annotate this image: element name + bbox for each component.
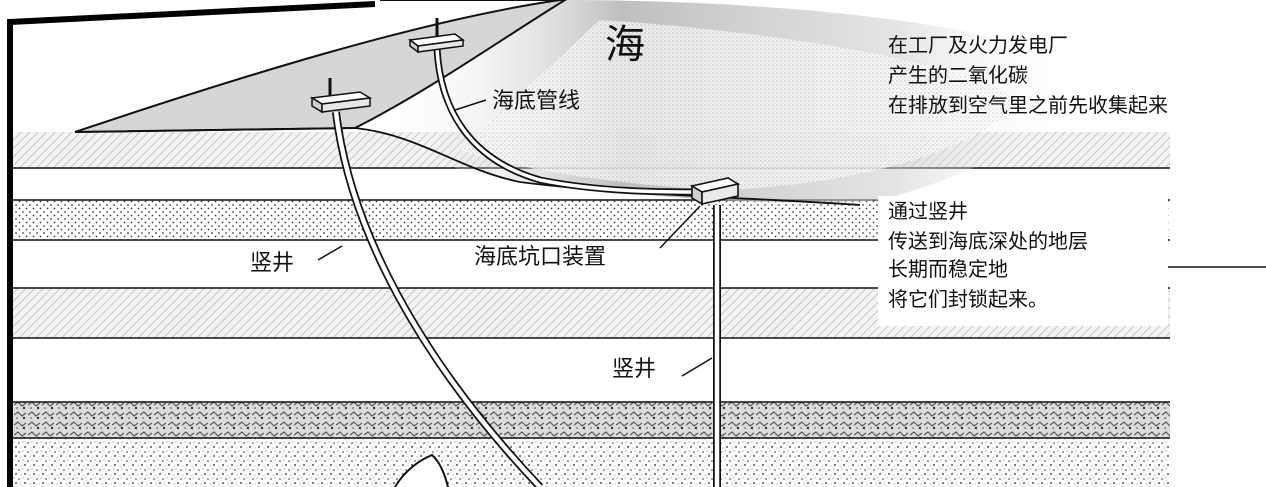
capture-note-line-2: 产生的二氧化碳 <box>888 63 1028 87</box>
lower-platform <box>309 78 373 114</box>
left-well-label: 竖井 <box>250 251 294 276</box>
panel-frame <box>7 1 376 487</box>
storage-note-line-1: 通过竖井 <box>888 199 968 223</box>
sea-label: 海 <box>605 22 645 68</box>
storage-note-line-3: 长期而稳定地 <box>888 257 1008 281</box>
seabed-surface <box>74 127 861 206</box>
land-mass <box>74 0 567 133</box>
stratum-speckled <box>10 438 1170 487</box>
capture-note-line-1: 在工厂及火力发电厂 <box>888 33 1068 57</box>
vertical-well-left <box>332 111 543 487</box>
leader-left-well <box>317 245 343 261</box>
upper-platform <box>408 18 465 54</box>
sea-water-fine <box>460 20 1020 190</box>
pipeline-label: 海底管线 <box>492 89 580 114</box>
stratum-plain-3 <box>10 338 1170 402</box>
capture-note-line-3: 在排放到空气里之前先收集起来 <box>888 93 1168 117</box>
storage-note: 通过竖井 传送到海底深处的地层 长期而稳定地 将它们封锁起来。 <box>878 196 1168 326</box>
leader-pipeline <box>454 99 487 111</box>
leader-right-well <box>681 357 713 377</box>
storage-note-line-4: 将它们封锁起来。 <box>888 287 1048 311</box>
capture-note: 在工厂及火力发电厂 产生的二氧化碳 在排放到空气里之前先收集起来 <box>888 33 1168 117</box>
storage-note-line-2: 传送到海底深处的地层 <box>888 229 1088 253</box>
right-well-label: 竖井 <box>612 357 656 382</box>
leader-wellhead <box>659 205 701 249</box>
wellhead-label: 海底坑口装置 <box>474 245 606 270</box>
stratum-rocky <box>10 402 1170 438</box>
subsea-wellhead-device <box>689 177 741 206</box>
subsea-pipeline <box>433 47 706 196</box>
drill-bit-hint <box>394 453 449 487</box>
